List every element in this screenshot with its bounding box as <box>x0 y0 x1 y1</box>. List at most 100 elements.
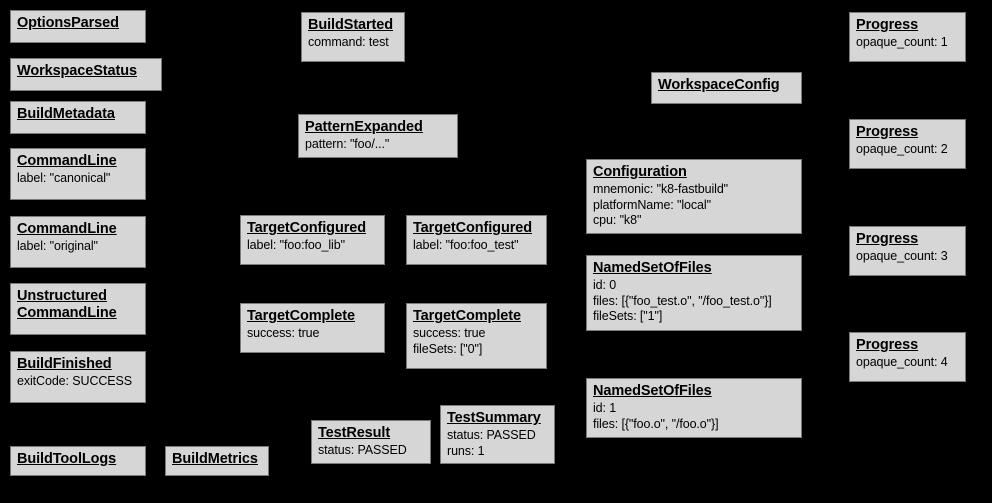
event-node-title: BuildToolLogs <box>17 451 139 468</box>
event-node-field: opaque_count: 4 <box>856 355 948 369</box>
event-node-pattern-expanded[interactable]: PatternExpanded pattern: "foo/..." <box>298 114 458 158</box>
event-node-title-line: Progress <box>856 337 919 353</box>
event-node-title: BuildFinished <box>17 356 139 373</box>
event-node-title-line: BuildMetadata <box>17 106 115 122</box>
event-node-title-line: BuildFinished <box>17 356 112 372</box>
event-node-target-configured-foo-test[interactable]: TargetConfigured label: "foo:foo_test" <box>406 215 547 265</box>
event-node-title: TargetComplete <box>413 308 540 325</box>
event-node-title-line: OptionsParsed <box>17 15 119 31</box>
event-node-workspace-status[interactable]: WorkspaceStatus <box>10 58 162 91</box>
event-node-fields: label: "foo:foo_test" <box>413 238 540 254</box>
event-node-title-line: BuildToolLogs <box>17 451 117 467</box>
event-node-title: TargetConfigured <box>413 220 540 237</box>
event-node-progress-2[interactable]: Progress opaque_count: 2 <box>849 119 966 169</box>
event-node-title: TestResult <box>318 425 424 442</box>
event-node-field: fileSets: ["0"] <box>413 341 483 356</box>
event-node-fields: success: true <box>247 326 378 342</box>
event-node-title-line: Progress <box>856 124 919 140</box>
event-node-title-line: Unstructured <box>17 288 107 304</box>
event-node-fields: command: test <box>308 35 398 51</box>
event-node-title: Progress <box>856 337 959 354</box>
event-node-title-line: PatternExpanded <box>305 119 423 135</box>
event-node-title-line: TargetConfigured <box>413 220 532 236</box>
event-node-title: PatternExpanded <box>305 119 451 136</box>
event-node-field: files: [{"foo_test.o", "/foo_test.o"}] <box>593 293 772 308</box>
event-node-title: TargetComplete <box>247 308 378 325</box>
event-node-field: label: "foo:foo_lib" <box>247 238 345 252</box>
event-node-title-line: TargetComplete <box>413 308 521 324</box>
event-node-title: NamedSetOfFiles <box>593 383 795 400</box>
event-node-title-line: TargetConfigured <box>247 220 366 236</box>
event-node-fields: pattern: "foo/..." <box>305 137 451 153</box>
event-node-fields: label: "foo:foo_lib" <box>247 238 378 254</box>
event-node-fields: label: "original" <box>17 239 139 255</box>
event-node-build-metrics[interactable]: BuildMetrics <box>165 446 269 476</box>
event-node-target-configured-foo-lib[interactable]: TargetConfigured label: "foo:foo_lib" <box>240 215 385 265</box>
event-node-build-metadata[interactable]: BuildMetadata <box>10 101 146 134</box>
event-node-progress-3[interactable]: Progress opaque_count: 3 <box>849 226 966 276</box>
event-node-title: TestSummary <box>447 410 548 427</box>
event-node-target-complete-foo-lib[interactable]: TargetComplete success: true <box>240 303 385 353</box>
event-node-title-line: WorkspaceConfig <box>658 77 780 93</box>
event-node-field: opaque_count: 1 <box>856 35 948 49</box>
event-node-title: Configuration <box>593 164 795 181</box>
event-node-title: Progress <box>856 17 959 34</box>
event-node-field: platformName: "local" <box>593 197 711 212</box>
event-node-title-line: TargetComplete <box>247 308 355 324</box>
event-node-fields: opaque_count: 4 <box>856 355 959 371</box>
event-node-field: label: "original" <box>17 239 98 253</box>
event-node-title: BuildMetrics <box>172 451 262 468</box>
event-node-fields: status: PASSED <box>318 443 424 459</box>
event-node-field: command: test <box>308 35 389 49</box>
event-node-options-parsed[interactable]: OptionsParsed <box>10 10 146 43</box>
event-node-field: pattern: "foo/..." <box>305 137 390 151</box>
event-node-field: exitCode: SUCCESS <box>17 374 133 388</box>
event-node-workspace-config[interactable]: WorkspaceConfig <box>651 72 802 104</box>
event-node-field: id: 1 <box>593 401 617 415</box>
event-node-title-line: NamedSetOfFiles <box>593 260 712 276</box>
event-node-title: WorkspaceConfig <box>658 77 795 94</box>
event-node-fields: opaque_count: 2 <box>856 142 959 158</box>
event-node-build-tool-logs[interactable]: BuildToolLogs <box>10 446 146 476</box>
event-node-title-line: TestResult <box>318 425 391 441</box>
event-node-title: BuildMetadata <box>17 106 139 123</box>
event-node-title-line: TestSummary <box>447 410 541 426</box>
event-node-title: CommandLine <box>17 153 139 170</box>
event-node-field: opaque_count: 3 <box>856 249 948 263</box>
event-node-field: cpu: "k8" <box>593 213 642 227</box>
event-node-title-line: WorkspaceStatus <box>17 63 137 79</box>
event-node-title: BuildStarted <box>308 17 398 34</box>
event-node-field: label: "canonical" <box>17 171 111 185</box>
event-node-title: CommandLine <box>17 221 139 238</box>
event-node-field: files: [{"foo.o", "/foo.o"}] <box>593 416 719 431</box>
event-node-title: Progress <box>856 124 959 141</box>
event-node-field: mnemonic: "k8-fastbuild" <box>593 182 729 196</box>
event-node-field: status: PASSED <box>318 443 407 457</box>
event-node-field: success: true <box>413 326 486 340</box>
event-node-title: NamedSetOfFiles <box>593 260 795 277</box>
event-node-field: opaque_count: 2 <box>856 142 948 156</box>
event-node-field: label: "foo:foo_test" <box>413 238 519 252</box>
event-node-test-result[interactable]: TestResult status: PASSED <box>311 420 431 464</box>
event-node-progress-4[interactable]: Progress opaque_count: 4 <box>849 332 966 382</box>
event-node-field: id: 0 <box>593 278 617 292</box>
event-node-title-line: CommandLine <box>17 305 117 321</box>
event-node-fields: opaque_count: 3 <box>856 249 959 265</box>
event-node-build-finished[interactable]: BuildFinished exitCode: SUCCESS <box>10 351 146 403</box>
event-node-title-line: Progress <box>856 231 919 247</box>
